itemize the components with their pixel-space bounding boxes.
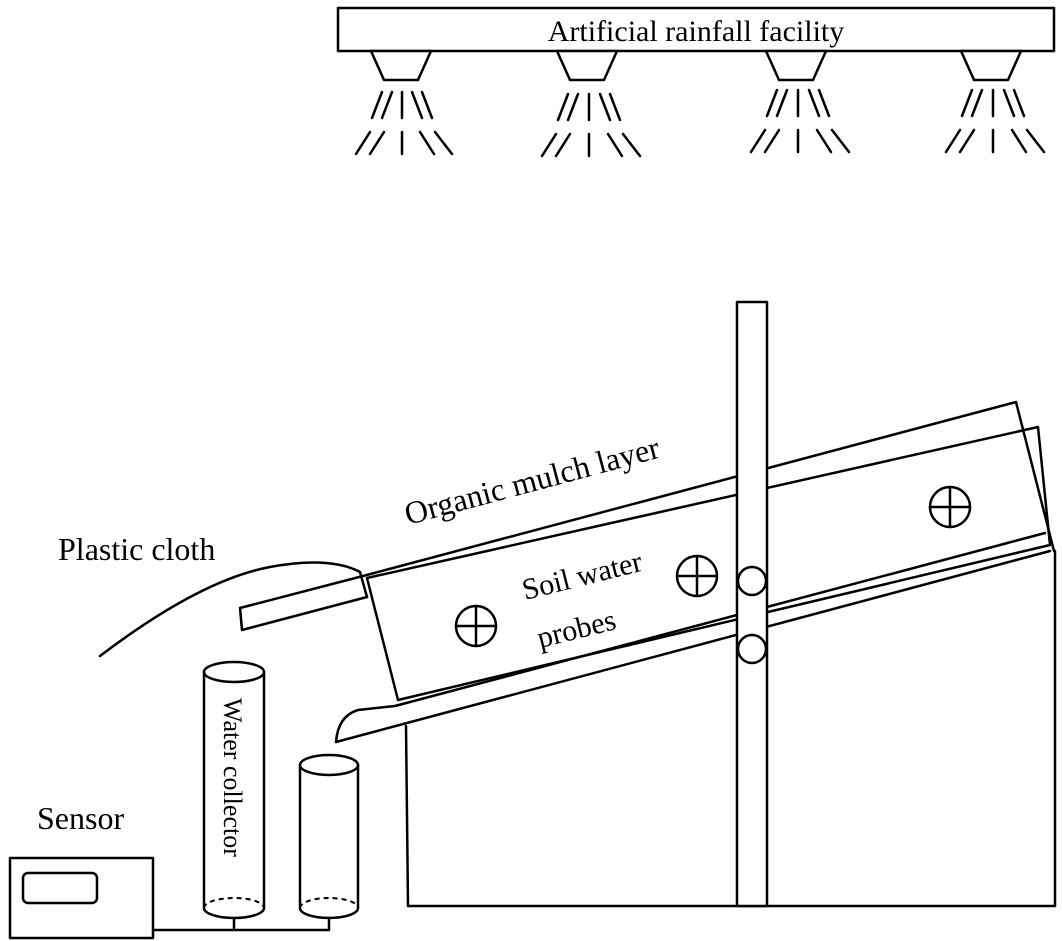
- pipe-sensor-1: [736, 565, 768, 597]
- vertical-pipe: [735, 300, 769, 908]
- probe-3: [928, 485, 972, 529]
- water-collector-short: [298, 753, 360, 920]
- nozzle-4: [944, 49, 1046, 154]
- sensor-display: [21, 871, 99, 905]
- box-walls: [404, 549, 1057, 908]
- probes-label-line2: probes: [534, 603, 620, 654]
- probes-label-line1: Soil water: [519, 545, 646, 607]
- pipe-sensor-2: [736, 633, 768, 665]
- access-tube: [735, 300, 769, 908]
- mulch-layer-strip: [238, 400, 1056, 632]
- soil-slab: [365, 425, 1052, 702]
- nozzle-1: [354, 49, 454, 156]
- probe-1: [454, 604, 498, 648]
- rainfall-beam: [336, 6, 1056, 53]
- plastic-cloth-label: Plastic cloth: [58, 531, 215, 567]
- water-collector-tall: Water collector: [202, 660, 266, 920]
- water-collector-label: Water collector: [218, 698, 247, 857]
- mulch-layer-label: Organic mulch layer: [400, 429, 663, 532]
- probe-2: [675, 554, 719, 598]
- sensor-cables: [151, 916, 331, 932]
- rainfall-facility: Artificial rainfall facility: [336, 6, 1056, 158]
- plastic-cloth: Plastic cloth: [58, 531, 369, 658]
- rainfall-facility-label: Artificial rainfall facility: [548, 15, 845, 48]
- plastic-cloth-curve: [98, 561, 369, 658]
- soil-box: [238, 400, 1057, 908]
- outlet-lip: [334, 531, 1052, 744]
- nozzle-2: [540, 49, 642, 158]
- soil-water-probes: Soil water probes: [454, 485, 972, 655]
- sensor-label: Sensor: [37, 800, 124, 836]
- nozzle-3: [749, 49, 851, 154]
- sensor-unit: Sensor: [8, 800, 331, 940]
